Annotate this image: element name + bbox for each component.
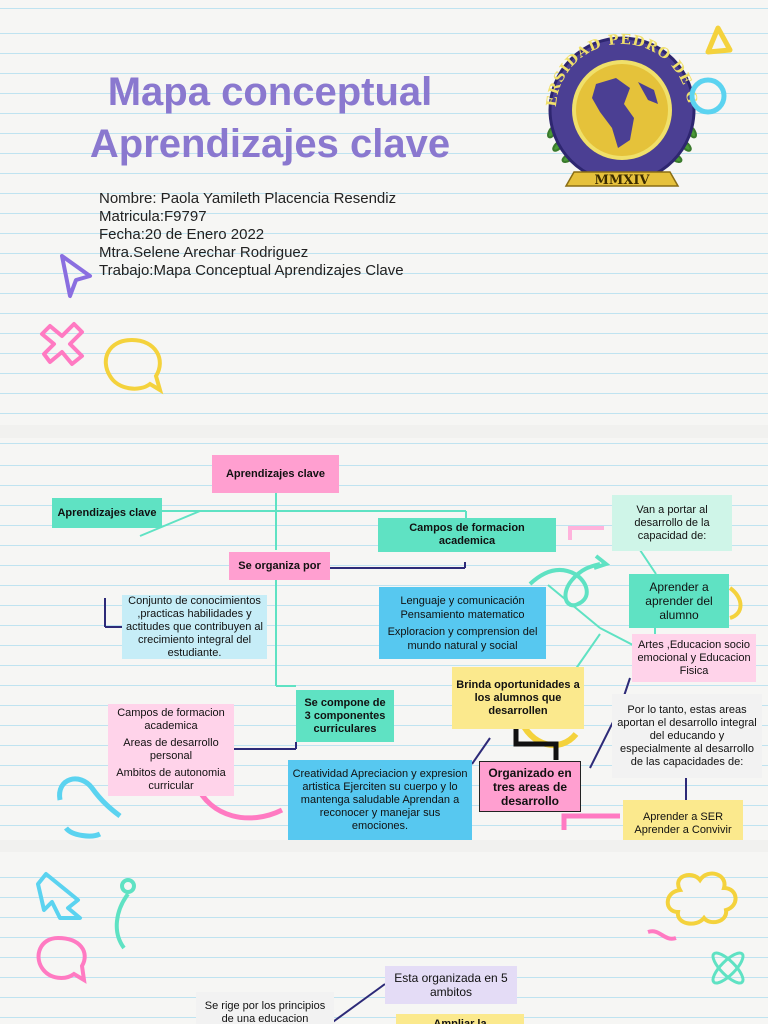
student-info: Nombre: Paola Yamileth Placencia Resendi…	[99, 190, 404, 280]
cursor-doodle	[60, 254, 92, 298]
page-3: Esta organizada en 5 ambitos Se rige por…	[0, 852, 768, 1024]
node-creatividad: Creatividad Apreciacion y expresion arti…	[288, 760, 472, 840]
x-doodle	[40, 322, 84, 366]
logo-ribbon-text: MMXIV	[594, 173, 650, 188]
node-aprender-aprender: Aprender a aprender del alumno	[629, 574, 729, 628]
node-por-lo-tanto: Por lo tanto, estas areas aportan el des…	[612, 694, 762, 778]
university-logo: UNIVERSIDAD PEDRO DE GANTE MMXIV	[538, 22, 699, 188]
title-line-1: Mapa conceptual	[107, 70, 433, 114]
node-campos-formacion: Campos de formacion academica	[378, 518, 556, 552]
doodles-page-1	[40, 25, 733, 395]
node-se-compone: Se compone de 3 componentes curriculares	[296, 690, 394, 742]
cover-page: Mapa conceptual Aprendizajes clave Nombr…	[0, 0, 768, 425]
node-conjunto: Conjunto de conocimientos ,practicas hab…	[122, 595, 267, 659]
area-pensamiento: Pensamiento matematico	[400, 608, 525, 621]
doodles-page-3	[36, 871, 745, 1024]
node-van-aportar: Van a portar al desarrollo de la capacid…	[612, 495, 732, 551]
concept-map-page: Aprendizajes clave Aprendizajes clave Ca…	[0, 438, 768, 840]
info-name: Nombre: Paola Yamileth Placencia Resendi…	[99, 190, 397, 207]
componente-areas: Areas de desarrollo personal	[123, 737, 219, 762]
cloud-doodle	[665, 871, 738, 926]
info-teacher: Mtra.Selene Arechar Rodriguez	[99, 244, 309, 261]
info-matricula: Matricula:F9797	[99, 208, 207, 225]
componente-ambitos: Ambitos de autonomia curricular	[116, 767, 226, 792]
componente-campos: Campos de formacion academica	[117, 707, 225, 732]
node-aprender-ser: Aprender a SER Aprender a Convivir	[623, 800, 743, 840]
triangle-doodle	[705, 25, 733, 55]
area-lenguaje: Lenguaje y comunicación	[400, 594, 525, 607]
node-organizado: Organizado en tres areas de desarrollo	[479, 761, 581, 812]
node-brinda: Brinda oportunidades a los alumnos que d…	[452, 667, 584, 729]
page-title: Mapa conceptual Aprendizajes clave	[60, 66, 480, 170]
circle-doodle	[689, 77, 727, 115]
swirl-doodle	[528, 562, 601, 608]
node-campos-lista: Lenguaje y comunicación Pensamiento mate…	[379, 587, 546, 659]
info-trabajo: Trabajo:Mapa Conceptual Aprendizajes Cla…	[99, 262, 404, 279]
arrow-doodle	[36, 872, 82, 920]
speech-bubble-doodle	[103, 337, 164, 395]
node-componentes: Campos de formacion academica Areas de d…	[108, 704, 234, 796]
info-fecha: Fecha:20 de Enero 2022	[99, 226, 265, 243]
node-aprendizajes-top: Aprendizajes clave	[212, 455, 339, 493]
bubble-doodle-2	[36, 935, 87, 984]
area-exploracion: Exploracion y comprension del mundo natu…	[387, 625, 538, 652]
node-ampliar: Ampliar la	[396, 1014, 524, 1024]
node-organizada-ambitos: Esta organizada en 5 ambitos	[385, 966, 517, 1004]
title-line-2: Aprendizajes clave	[89, 122, 451, 166]
node-artes: Artes ,Educacion socio emocional y Educa…	[632, 634, 756, 682]
node-se-organiza: Se organiza por	[229, 552, 330, 580]
node-aprendizajes-left: Aprendizajes clave	[52, 498, 162, 528]
node-se-rige: Se rige por los principios de una educac…	[196, 992, 334, 1024]
